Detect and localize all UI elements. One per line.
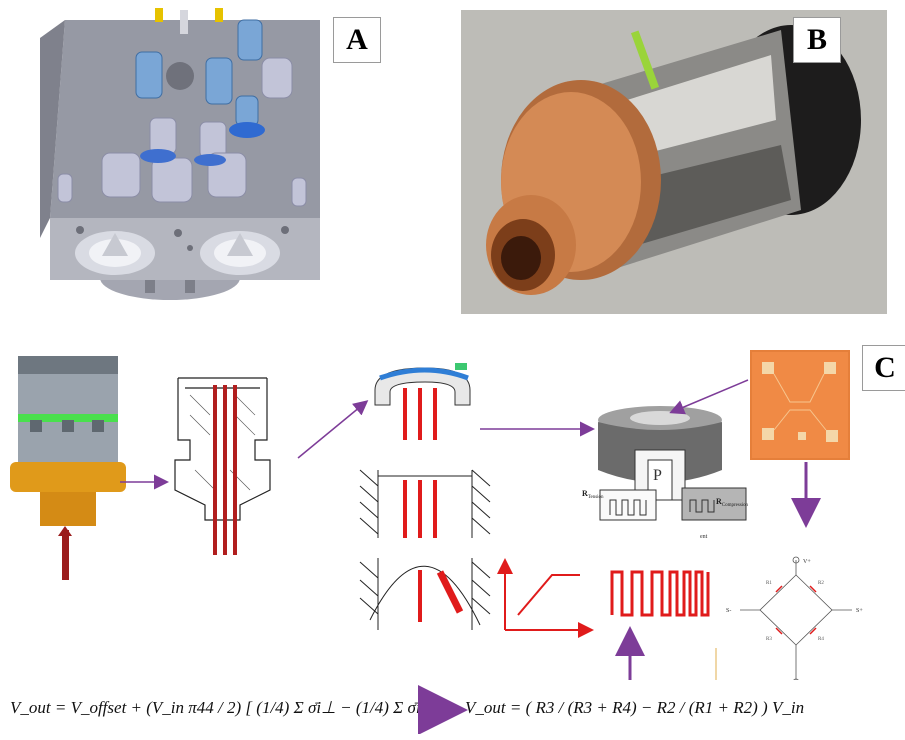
pressure-label: P <box>653 467 662 484</box>
die-chip-image <box>750 350 850 460</box>
cad-block-render <box>40 8 320 300</box>
r-tension-label: RTension <box>582 489 604 500</box>
bridge-s-minus: S- <box>726 608 731 614</box>
sensor-3d-model <box>10 356 126 580</box>
sensor-cross-section <box>174 377 271 521</box>
formula-right: V_out = ( R3 / (R3 + R4) − R2 / (R1 + R2… <box>465 698 805 717</box>
sensor-photo <box>461 10 887 314</box>
serpentine-resistor <box>610 570 710 617</box>
bridge-r4: R4 <box>818 637 824 642</box>
bridge-s-plus: S+ <box>856 608 863 614</box>
panel-label-c: C <box>862 345 905 391</box>
bridge-r1: R1 <box>766 581 772 586</box>
wheatstone-bridge <box>740 556 852 680</box>
partial-text: ent <box>700 534 708 540</box>
formula-left: V_out = V_offset + (V_in π44 / 2) [ (1/4… <box>10 698 430 717</box>
workflow-diagram: P RTension RCompression ent <box>10 350 863 680</box>
bridge-r2: R2 <box>818 581 824 586</box>
mems-sensor-section <box>598 406 722 501</box>
bridge-v-plus: V+ <box>803 559 811 565</box>
panel-label-b: B <box>793 17 841 63</box>
formula-row: V_out = V_offset + (V_in π44 / 2) [ (1/4… <box>10 685 805 734</box>
bridge-r3: R3 <box>766 637 772 642</box>
panel-label-a: A <box>333 17 381 63</box>
r-compression-label: RCompression <box>716 497 749 508</box>
